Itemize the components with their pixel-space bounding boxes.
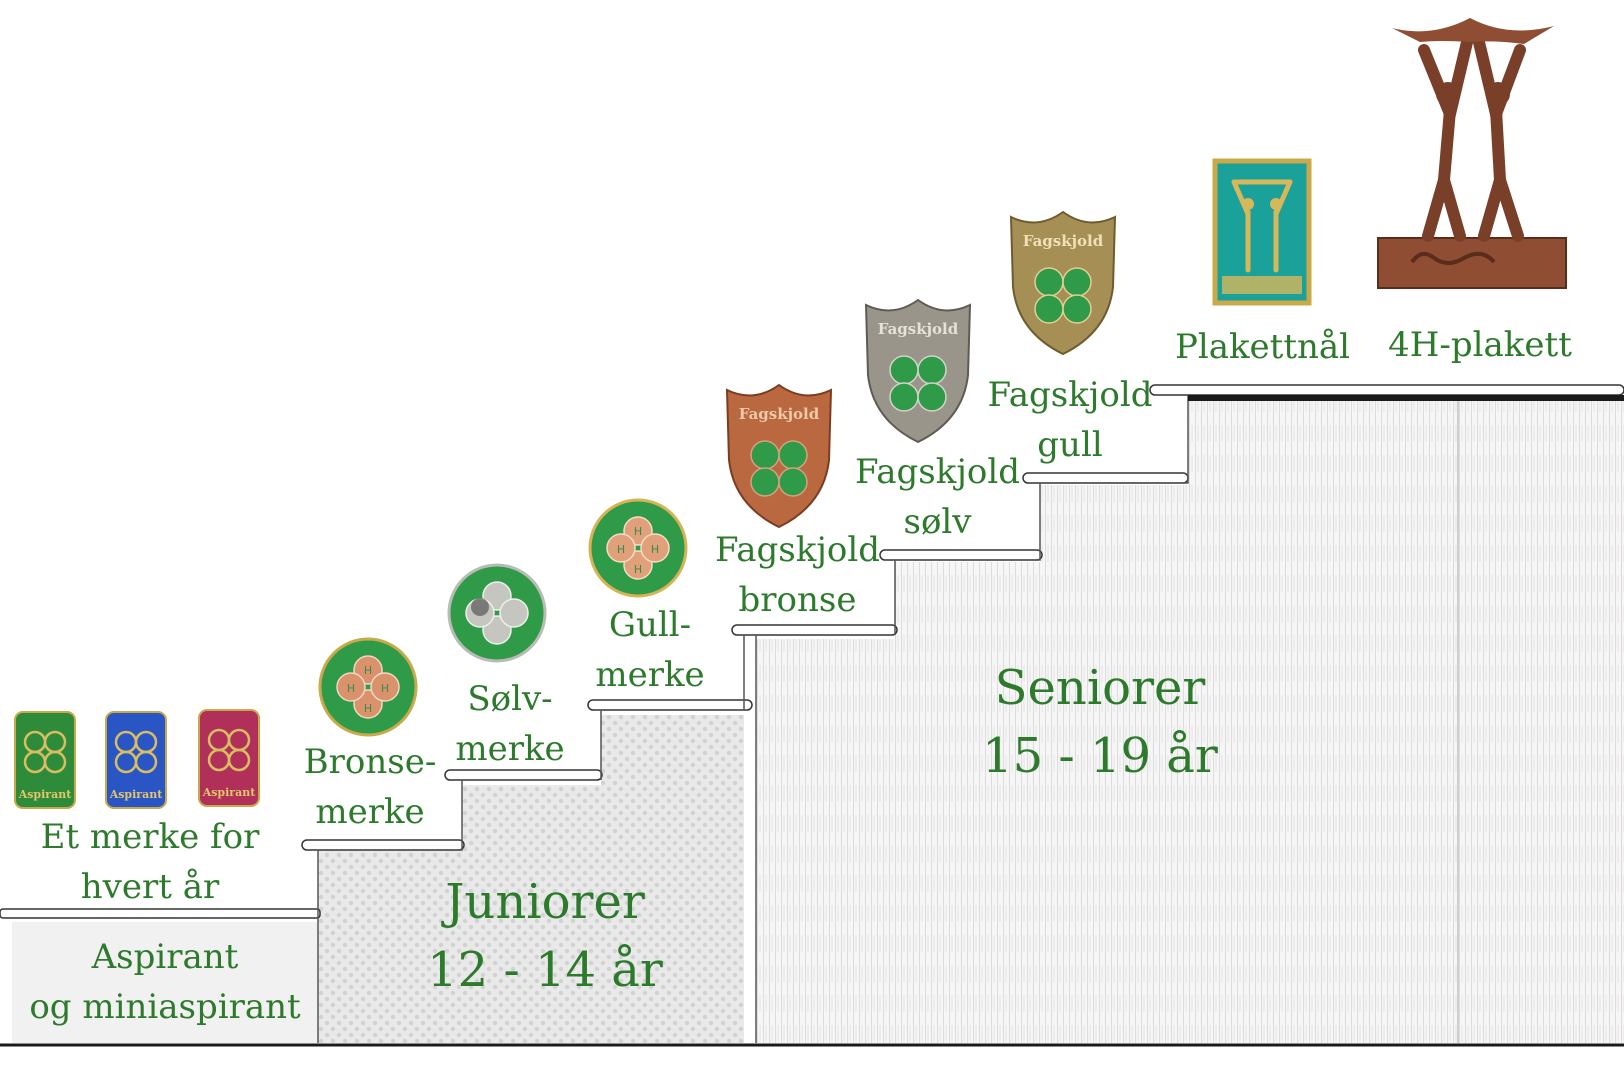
junior-stage — [318, 715, 744, 1043]
tread-fagskjold-gull — [1022, 472, 1189, 484]
aspirant-badge-red: Aspirant — [198, 709, 260, 807]
aspirant-badge-text: Aspirant — [109, 788, 164, 801]
label-solvmerke-line2: merke — [455, 729, 565, 769]
label-plakettnal-line1: Plakettnål — [1174, 327, 1351, 367]
aspirant-badge-blue: Aspirant — [105, 711, 167, 809]
label-fagskjold-gull-line2: gull — [1037, 425, 1103, 465]
step-outlines — [317, 395, 1459, 1043]
label-solvmerke-line1: Sølv- — [467, 679, 553, 719]
label-fagskjold-bronse: Fagskjold bronse — [710, 533, 885, 617]
label-4h-plakett-line1: 4H-plakett — [1388, 325, 1572, 365]
label-aspirant-line1: Aspirant — [91, 937, 239, 977]
label-plakettnal: Plakettnål — [1170, 330, 1355, 364]
tread-fagskjold-solv — [879, 549, 1043, 561]
plakettnal-pin — [1212, 158, 1312, 306]
label-fagskjold-bronse-line1: Fagskjold — [714, 530, 881, 570]
label-gullmerke-line1: Gull- — [608, 605, 692, 645]
label-fagskjold-gull: Fagskjold gull — [980, 378, 1160, 462]
tread-fagskjold-bronse — [731, 624, 898, 636]
label-juniorer-age: 12 - 14 år — [427, 942, 663, 998]
clover-letter: H — [651, 543, 659, 556]
label-aspirant: Aspirant og miniaspirant — [10, 940, 320, 1024]
aspirant-stage — [12, 922, 318, 1043]
clover-letter: H — [347, 682, 355, 695]
label-seniorer-title: Seniorer — [994, 660, 1206, 716]
fagskjold-gull-shield: Fagskjold — [1009, 210, 1117, 356]
clover-letter: H — [364, 702, 372, 715]
label-4h-plakett: 4H-plakett — [1380, 328, 1580, 362]
label-aspirant-badges: Et merke for hvert år — [20, 820, 280, 904]
shield-text: Fagskjold — [1023, 232, 1104, 250]
label-aspirant-line2: og miniaspirant — [29, 987, 301, 1027]
clover-letter: H — [634, 563, 642, 576]
tread-gullmerke — [587, 699, 753, 711]
label-fagskjold-solv: Fagskjold sølv — [850, 455, 1025, 539]
label-bronsemerke: Bronse- merke — [290, 745, 450, 829]
tread-solvmerke — [444, 769, 603, 781]
clover-letter: H — [364, 664, 372, 677]
tread-bronsemerke — [301, 839, 465, 851]
label-fagskjold-solv-line1: Fagskjold — [854, 452, 1021, 492]
gullmerke-pin: H H H H — [588, 498, 688, 598]
aspirant-badge-text: Aspirant — [18, 788, 73, 801]
label-bronsemerke-line2: merke — [315, 792, 425, 832]
shield-text: Fagskjold — [739, 405, 820, 423]
label-aspirant-badges-line2: hvert år — [80, 867, 220, 907]
clover-letter: H — [617, 543, 625, 556]
label-gullmerke: Gull- merke — [570, 608, 730, 692]
aspirant-badge-text: Aspirant — [202, 786, 257, 799]
clover-letter: H — [381, 682, 389, 695]
shield-text: Fagskjold — [878, 320, 959, 338]
label-gullmerke-line2: merke — [595, 655, 705, 695]
aspirant-badge-green: Aspirant — [14, 711, 76, 809]
fagskjold-solv-shield: Fagskjold — [864, 298, 972, 444]
label-fagskjold-solv-line2: sølv — [903, 502, 972, 542]
label-aspirant-badges-line1: Et merke for — [40, 817, 260, 857]
clover-letter: H — [634, 525, 642, 538]
label-seniorer-age: 15 - 19 år — [982, 728, 1218, 784]
label-juniorer-title: Juniorer — [445, 874, 645, 930]
4h-plakett-statue — [1377, 18, 1567, 289]
label-solvmerke: Sølv- merke — [430, 682, 590, 766]
label-fagskjold-gull-line1: Fagskjold — [987, 375, 1153, 415]
label-seniorer: Seniorer 15 - 19 år — [950, 664, 1250, 780]
label-fagskjold-bronse-line2: bronse — [738, 580, 857, 620]
label-bronsemerke-line1: Bronse- — [303, 742, 437, 782]
tread-aspirant — [0, 908, 321, 919]
badges: Aspirant Aspirant Aspirant — [14, 18, 1567, 809]
solvmerke-pin — [447, 563, 547, 663]
fagskjold-bronse-shield: Fagskjold — [725, 383, 833, 529]
tread-top — [1149, 384, 1624, 396]
senior-stage — [756, 400, 1624, 1043]
bronsemerke-pin: H H H H — [318, 637, 418, 737]
label-juniorer: Juniorer 12 - 14 år — [400, 878, 690, 994]
